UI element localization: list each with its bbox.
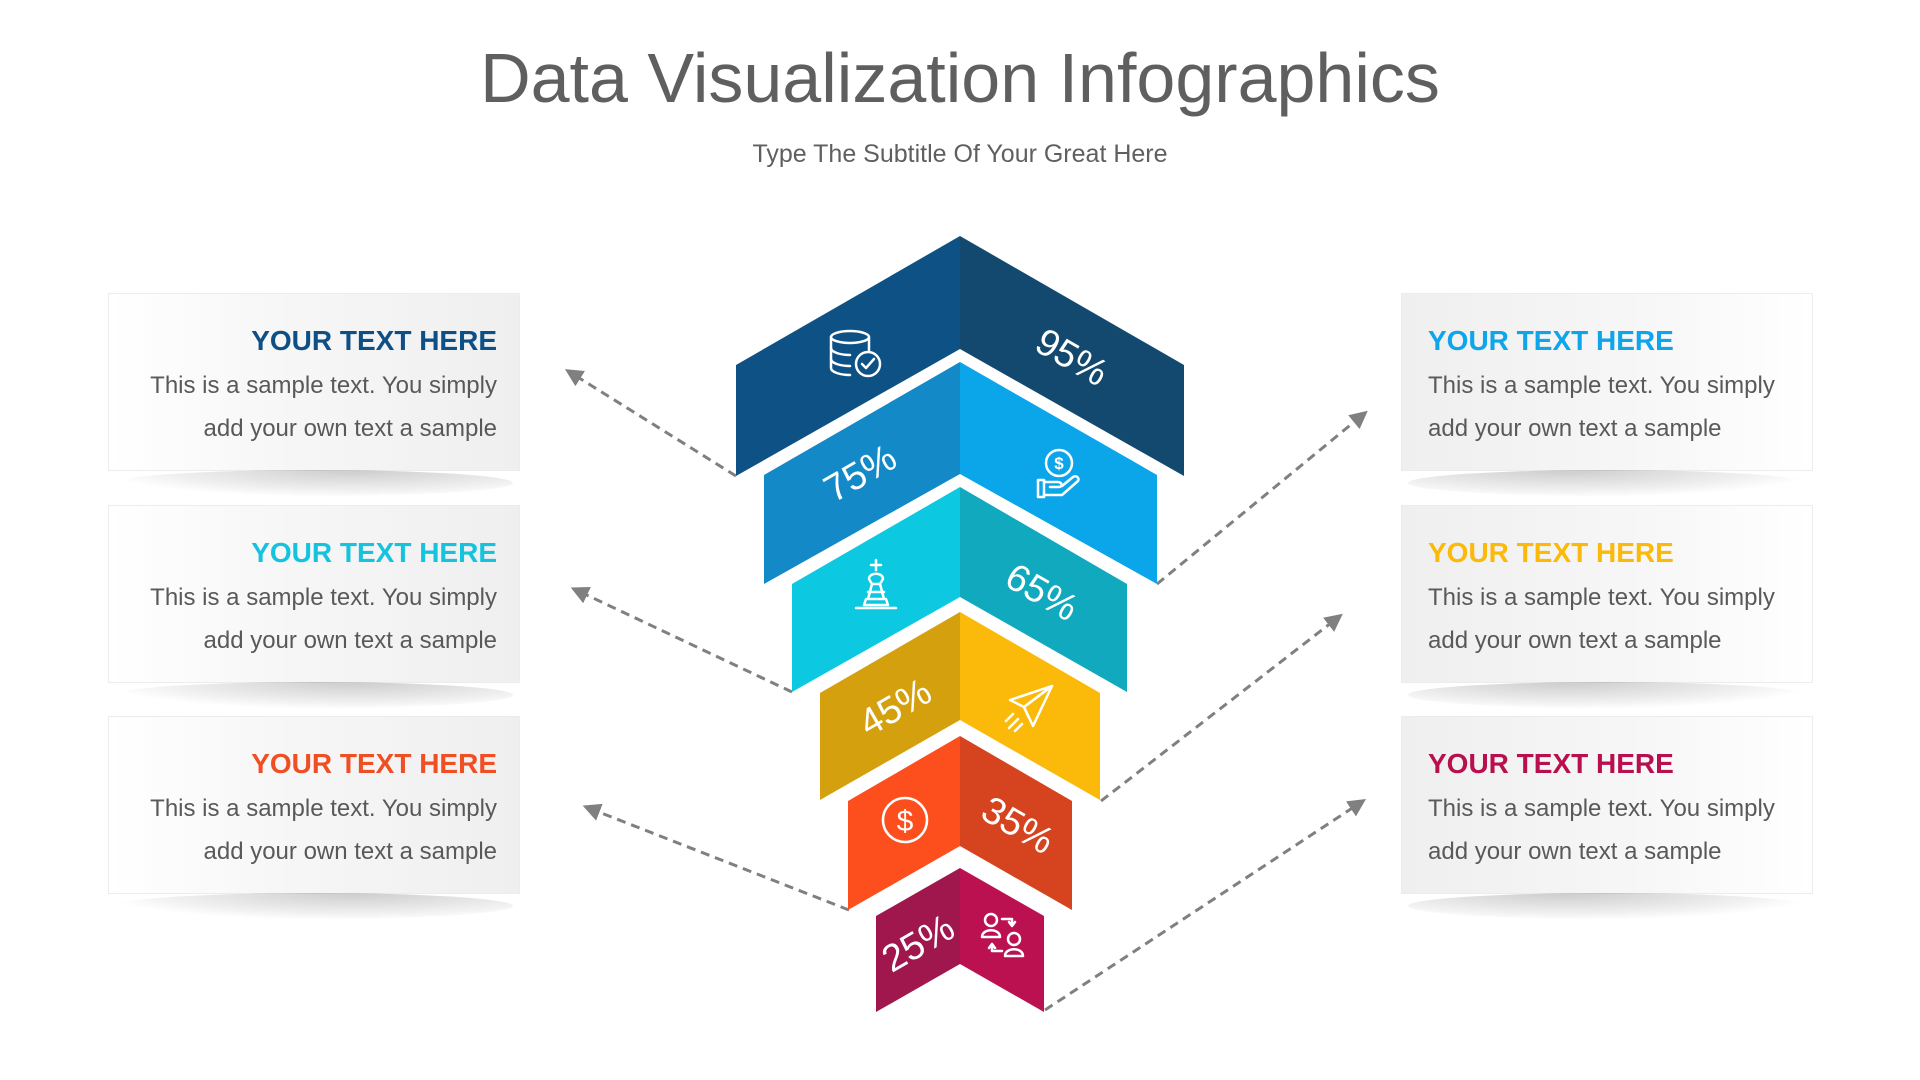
card-body-line: add your own text a sample: [1428, 627, 1722, 654]
card-body-line: add your own text a sample: [203, 838, 498, 865]
card-body-line: add your own text a sample: [203, 627, 498, 654]
arrow-left-1: [564, 369, 737, 478]
paper-plane-icon: [1004, 684, 1054, 733]
card-body-line: This is a sample text. You simply: [1428, 372, 1775, 399]
connector-arrows: [564, 369, 1368, 1012]
card-heading: YOUR TEXT HERE: [251, 325, 497, 356]
chevron-35: [848, 736, 1072, 910]
right-card-3: YOUR TEXT HERE This is a sample text. Yo…: [1401, 716, 1813, 919]
page-title: Data Visualization Infographics: [480, 39, 1440, 117]
hand-coin-icon: $: [1036, 448, 1080, 499]
card-body-line: This is a sample text. You simply: [1428, 795, 1775, 822]
left-card-3: YOUR TEXT HERE This is a sample text. Yo…: [108, 716, 520, 919]
card-body-line: add your own text a sample: [1428, 838, 1722, 865]
svg-text:$: $: [1054, 454, 1064, 473]
card-body-line: add your own text a sample: [203, 415, 498, 442]
left-card-1: YOUR TEXT HERE This is a sample text. Yo…: [108, 293, 520, 496]
dollar-circle-icon: $: [881, 796, 929, 844]
arrow-left-2: [570, 587, 793, 694]
card-heading: YOUR TEXT HERE: [1428, 537, 1674, 568]
chevron-75: [764, 362, 1157, 584]
database-check-icon: [829, 329, 882, 378]
arrow-right-3: [1044, 799, 1367, 1012]
left-card-2: YOUR TEXT HERE This is a sample text. Yo…: [108, 505, 520, 708]
card-heading: YOUR TEXT HERE: [1428, 325, 1674, 356]
people-swap-icon: [980, 912, 1025, 958]
arrow-left-3: [582, 803, 850, 912]
card-body-line: add your own text a sample: [1428, 415, 1722, 442]
page-subtitle: Type The Subtitle Of Your Great Here: [752, 140, 1168, 168]
card-heading: YOUR TEXT HERE: [1428, 748, 1674, 779]
chevron-65: [792, 487, 1127, 692]
card-body-line: This is a sample text. You simply: [1428, 584, 1775, 611]
card-heading: YOUR TEXT HERE: [251, 748, 497, 779]
card-body-line: This is a sample text. You simply: [150, 584, 497, 611]
chess-king-icon: [854, 558, 898, 610]
right-card-2: YOUR TEXT HERE This is a sample text. Yo…: [1401, 505, 1813, 708]
chevron-25: [876, 868, 1044, 1012]
right-card-1: YOUR TEXT HERE This is a sample text. Yo…: [1401, 293, 1813, 496]
card-heading: YOUR TEXT HERE: [251, 537, 497, 568]
card-body-line: This is a sample text. You simply: [150, 795, 497, 822]
chevron-45: [820, 612, 1100, 800]
arrow-right-1: [1156, 410, 1368, 586]
svg-text:$: $: [897, 805, 914, 838]
arrow-right-2: [1100, 613, 1343, 803]
card-body-line: This is a sample text. You simply: [150, 372, 497, 399]
